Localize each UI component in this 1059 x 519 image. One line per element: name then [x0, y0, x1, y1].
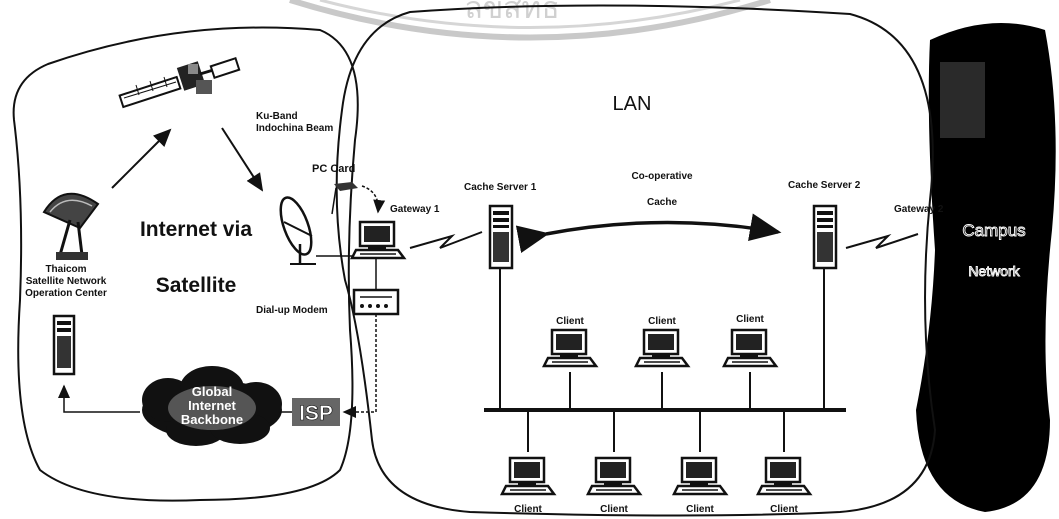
lan-label: LAN: [613, 93, 652, 115]
thaicom-label-2: Satellite Network: [26, 276, 107, 287]
lan-zone: [337, 5, 935, 515]
thaicom-label-1: Thaicom: [45, 264, 86, 275]
client-label: Client: [556, 316, 584, 327]
client-label: Client: [770, 504, 798, 515]
isp-label: ISP: [299, 402, 333, 425]
client-label: Client: [600, 504, 628, 515]
client-lower-1: Client: [502, 410, 554, 515]
cache-server1-icon: [490, 206, 512, 268]
internet-via-label: Internet via: [140, 218, 252, 241]
backbone-label-3: Backbone: [181, 412, 243, 427]
ku-band-label-1: Ku-Band: [256, 111, 298, 122]
coop-cache-label-2: Cache: [647, 197, 677, 208]
coop-cache-label-1: Co-operative: [631, 171, 693, 182]
campus-highlight: [940, 62, 985, 138]
client-label: Client: [736, 314, 764, 325]
computer-icon: [544, 330, 596, 366]
computer-icon: [758, 458, 810, 494]
client-upper-3: Client: [724, 314, 776, 410]
client-label: Client: [514, 504, 542, 515]
satellite-icon: [120, 58, 240, 107]
backbone-label-1: Global: [192, 384, 232, 399]
computer-icon: [636, 330, 688, 366]
coop-cache-arrow: [546, 222, 778, 234]
ku-band-label-2: Indochina Beam: [256, 123, 333, 134]
satellite-label: Satellite: [156, 274, 237, 297]
campus-label-2: Network: [968, 263, 1020, 279]
backbone-to-operation-center-arrow: [64, 386, 140, 412]
client-label: Client: [648, 316, 676, 327]
dialup-modem-label: Dial-up Modem: [256, 305, 328, 316]
computer-icon: [674, 458, 726, 494]
computer-icon: [502, 458, 554, 494]
cache-server2-label: Cache Server 2: [788, 180, 861, 191]
uplink-arrow: [112, 130, 170, 188]
backbone-label-2: Internet: [188, 398, 236, 413]
ground-station-dish-icon: [44, 194, 98, 260]
client-lower-4: Client: [758, 410, 810, 515]
downlink-arrow: [222, 128, 262, 190]
cache2-to-campus-link: [846, 234, 918, 248]
modem-to-isp-arrow: [344, 314, 376, 412]
client-label: Client: [686, 504, 714, 515]
watermark-text: ลิขสิทธิ์: [464, 0, 562, 25]
gateway2-label: Gateway 2: [894, 204, 944, 215]
client-lower-2: Client: [588, 410, 640, 515]
gateway1-to-cache1-link: [410, 232, 482, 248]
gateway1-computer-icon: [352, 222, 404, 258]
dialup-modem-icon: [354, 290, 398, 314]
cache-server2-icon: [814, 206, 836, 268]
gateway1-label: Gateway 1: [390, 204, 440, 215]
computer-icon: [724, 330, 776, 366]
cache-server1-label: Cache Server 1: [464, 182, 537, 193]
computer-icon: [588, 458, 640, 494]
operation-center-server-icon: [54, 316, 74, 374]
pc-card-arrow: [362, 186, 378, 212]
client-upper-2: Client: [636, 316, 688, 410]
pc-card-line: [332, 188, 336, 214]
campus-label-1: Campus: [962, 221, 1025, 240]
thaicom-label-3: Operation Center: [25, 288, 107, 299]
client-lower-3: Client: [674, 410, 726, 515]
client-upper-1: Client: [544, 316, 596, 410]
vsat-dish-icon: [274, 194, 317, 264]
pc-card-label: PC Card: [312, 163, 355, 175]
